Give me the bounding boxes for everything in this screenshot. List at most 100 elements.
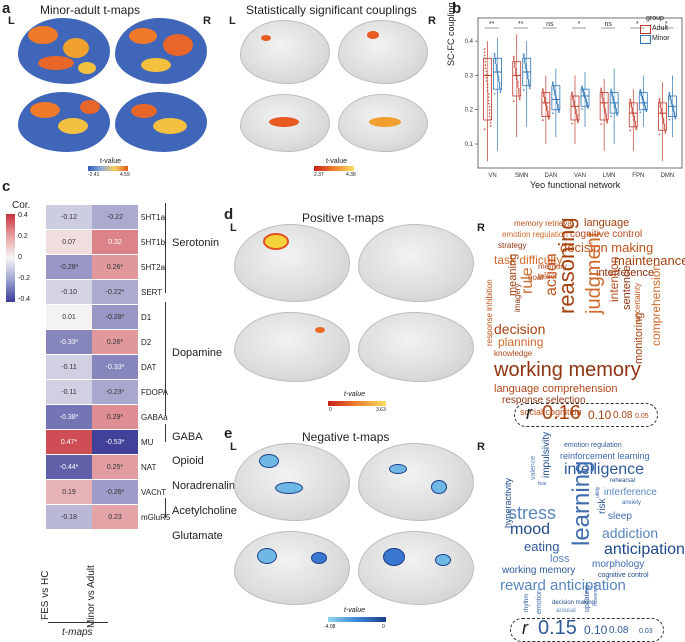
data-point (605, 117, 608, 120)
data-point (663, 126, 666, 129)
data-point (483, 128, 486, 131)
data-point (485, 77, 488, 79)
wordcloud-term: arousal (556, 608, 576, 614)
data-point (526, 74, 529, 77)
data-point (523, 57, 526, 60)
data-point (660, 112, 663, 114)
wordcloud-term: reward anticipation (500, 577, 626, 594)
panel-b-xlabel: Yeo functional network (530, 180, 621, 190)
data-point (488, 109, 491, 111)
wordcloud-term: anxiety (622, 500, 642, 506)
data-point (602, 101, 605, 104)
wordcloud-term: rehearsal (610, 478, 636, 484)
data-point (601, 94, 604, 97)
panel-label-c: c (2, 178, 11, 195)
data-point (547, 118, 550, 120)
heatmap-row-label: mGluR5 (141, 513, 171, 522)
data-point (662, 122, 665, 124)
heatmap-cell: 0.47* (46, 430, 92, 454)
bracket-serotonin (165, 203, 166, 293)
wordcloud-term: goal (528, 273, 544, 282)
significance-label: ns (604, 21, 612, 28)
wordcloud-term: rhythm (524, 593, 530, 612)
data-point (546, 114, 549, 117)
data-point (554, 96, 557, 98)
significance-label: * (578, 21, 581, 28)
colorbar-max: 4.59 (120, 172, 130, 178)
data-point (669, 98, 672, 101)
data-point (576, 113, 578, 116)
data-point (527, 83, 530, 86)
data-point (541, 88, 544, 90)
data-point (487, 102, 490, 105)
data-point (555, 98, 558, 101)
data-point (573, 102, 575, 105)
heatmap-cell: -0.26* (92, 480, 138, 504)
data-point (514, 73, 517, 76)
heatmap-cell: -0.23* (92, 380, 138, 404)
brain-negative-lateral-right (358, 443, 474, 521)
data-point (514, 71, 517, 74)
data-point (547, 116, 550, 119)
bracket-gaba (165, 424, 166, 442)
cor-tick: 0 (18, 254, 22, 261)
data-point (633, 117, 636, 119)
data-point (571, 91, 573, 94)
data-point (600, 123, 603, 126)
data-point (484, 64, 487, 66)
data-point (512, 59, 515, 62)
data-point (602, 100, 605, 103)
data-point (574, 106, 576, 109)
data-point (634, 120, 637, 123)
data-point (493, 52, 496, 55)
data-point (602, 97, 605, 100)
r-value-large: 0.16 (542, 402, 581, 424)
data-point (497, 76, 500, 79)
data-point (645, 110, 648, 113)
data-point (524, 64, 527, 67)
data-point (494, 59, 497, 61)
panel-b-boxplot: 0.10.20.30.4VN**SMN**DANnsVAN*LMNnsFPN*D… (465, 17, 683, 179)
wordcloud-term: learning (568, 460, 595, 546)
x-tick-label: LMN (603, 173, 616, 179)
r-value: 0.08 (613, 410, 633, 421)
data-point (498, 83, 501, 86)
data-point (525, 68, 528, 71)
data-point (581, 107, 583, 110)
r-value-small: 0.05 (635, 413, 649, 420)
wordcloud-term: sleep (608, 511, 632, 522)
x-tick-label: DAN (545, 173, 558, 179)
wordcloud-term: interference (604, 487, 657, 498)
legend-swatch-adult (640, 25, 651, 34)
data-point (517, 87, 520, 90)
data-point (603, 104, 606, 107)
data-point (524, 67, 527, 70)
heatmap-cell: -0.10 (46, 280, 92, 304)
data-point (643, 104, 646, 107)
wordcloud-term: loss (550, 553, 570, 565)
footer-line (48, 622, 108, 623)
r-value: 0.10 (588, 408, 612, 422)
data-point (552, 86, 555, 89)
legend-swatch-minor (640, 35, 651, 44)
data-point (631, 107, 634, 109)
heatmap-cell: 0.07 (46, 230, 92, 254)
wordcloud-term: utility (595, 486, 601, 498)
data-point (557, 109, 560, 112)
heatmap-cell: 0.26* (92, 255, 138, 279)
wordcloud-term: decision making (552, 600, 596, 606)
brain-positive-lateral-left (234, 224, 350, 302)
data-point (545, 109, 548, 112)
data-point (631, 110, 634, 113)
data-point (671, 105, 674, 108)
data-point (640, 94, 643, 97)
r-legend-positive (514, 403, 658, 427)
wordcloud-term: stress (508, 503, 557, 523)
data-point (522, 56, 525, 58)
cor-tick: 0.2 (18, 233, 28, 240)
data-point (611, 95, 614, 97)
data-point (605, 113, 608, 116)
wordcloud-term: interference (596, 267, 655, 279)
data-point (585, 100, 587, 103)
panel-label-d: d (224, 206, 234, 223)
